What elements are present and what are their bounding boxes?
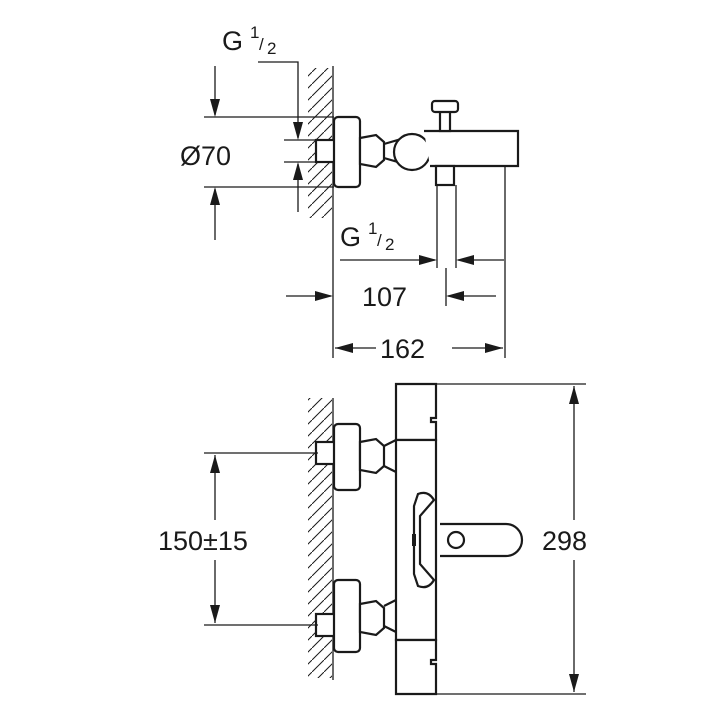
spout-body: [424, 129, 520, 168]
spacing-arrow-bottom: [210, 605, 220, 623]
thread-outlet-arrow-right: [456, 255, 474, 265]
thread-top-arrow: [293, 122, 303, 140]
thermostat-body: [394, 382, 438, 442]
lever-indicator: [412, 534, 416, 546]
height-label: 298: [542, 526, 587, 556]
escutcheon-top: [332, 115, 362, 189]
diameter-arrow-bottom: [210, 187, 220, 205]
thread-outlet-sub: 2: [385, 235, 394, 254]
escutcheon-upper: [332, 422, 362, 492]
thread-top-main: G: [222, 26, 243, 56]
diameter-arrow-top: [210, 99, 220, 117]
height-arrow-bottom: [569, 674, 579, 692]
thread-top-leader: [258, 61, 299, 138]
offset-arrow-right: [446, 291, 464, 301]
spacing-arrow-top: [210, 455, 220, 473]
diverter-knob: [430, 99, 460, 114]
thread-top-sub: 2: [267, 39, 276, 58]
hex-nut-lower: [358, 599, 386, 637]
diverter-sphere: [392, 132, 432, 172]
height-arrow-top: [569, 386, 579, 404]
diverter-stem: [438, 109, 452, 133]
projection-arrow-left: [335, 343, 353, 353]
thread-outlet-slash: /: [377, 231, 382, 250]
projection-arrow-right: [485, 343, 503, 353]
outlet-offset-label: 107: [362, 282, 407, 312]
thread-top-slash: /: [259, 35, 264, 54]
escutcheon-lower: [332, 578, 362, 654]
thread-top-sup: 1: [250, 23, 259, 42]
diameter-label: Ø70: [180, 141, 231, 171]
thread-outlet-arrow-left: [419, 255, 437, 265]
offset-arrow-left: [315, 291, 333, 301]
projection-label: 162: [380, 334, 425, 364]
outlet-nut: [434, 164, 456, 187]
diverter-lever: [412, 491, 436, 589]
inlet-spacing-label: 150±15: [158, 526, 248, 556]
front-view: 150±15 298: [158, 382, 587, 696]
side-view: G 1 / 2 Ø70 G 1 / 2 107 162: [180, 23, 520, 364]
thread-outlet-sup: 1: [368, 219, 377, 238]
outlet-hole: [446, 530, 466, 550]
spout-front: [440, 522, 524, 558]
hex-nut-top: [358, 133, 386, 169]
thread-top-arrow-lower: [293, 162, 303, 180]
thread-outlet-main: G: [340, 222, 361, 252]
hex-nut-upper: [358, 437, 386, 475]
thermostat-body-bottom: [394, 638, 438, 696]
